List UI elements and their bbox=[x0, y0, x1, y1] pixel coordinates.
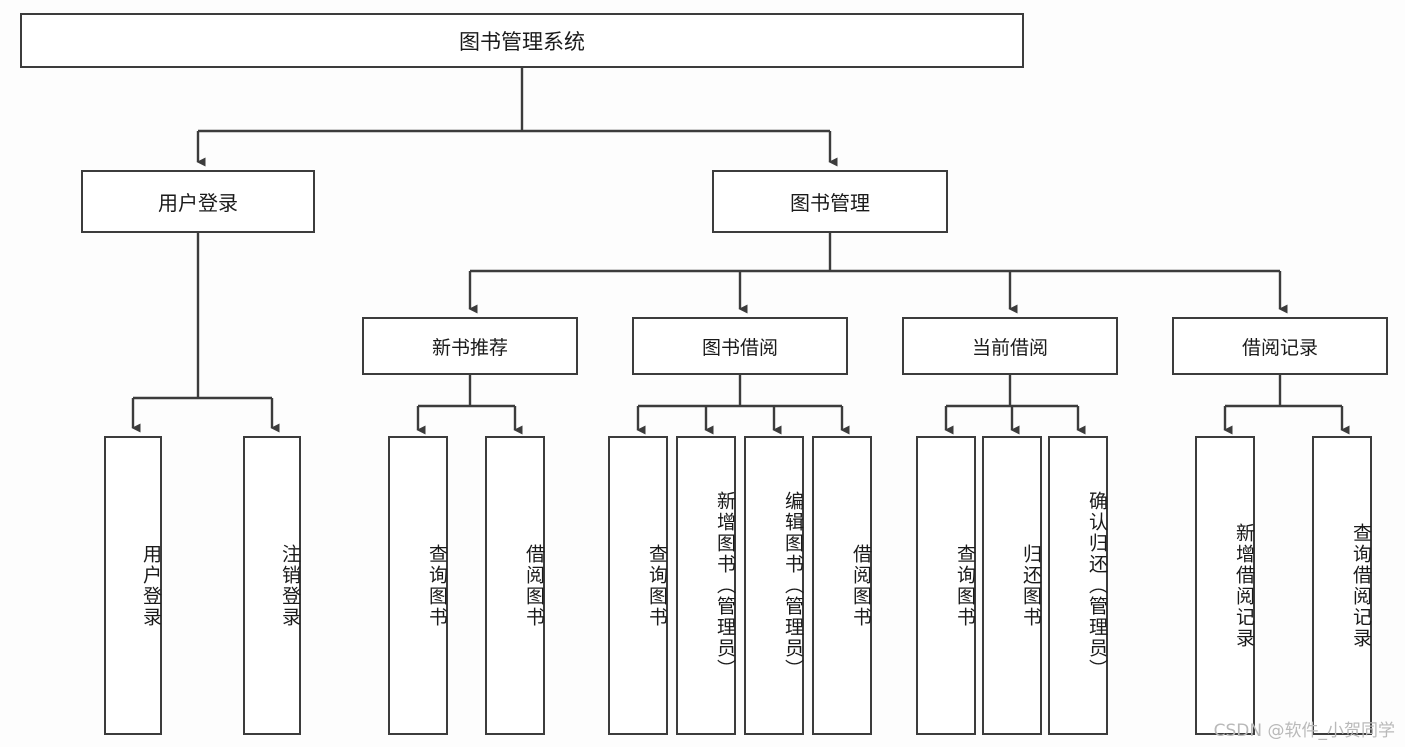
node-label: 用户登录 bbox=[140, 543, 162, 628]
node-label: 借阅记录 bbox=[1241, 336, 1318, 359]
node-label: 当前借阅 bbox=[971, 336, 1048, 359]
leaf-current-return-book[interactable]: 归还图书 bbox=[982, 436, 1042, 735]
leaf-user-login-login[interactable]: 用户登录 bbox=[104, 436, 162, 735]
node-new-book-recommend[interactable]: 新书推荐 bbox=[362, 317, 578, 375]
leaf-current-query-book[interactable]: 查询图书 bbox=[916, 436, 976, 735]
node-label: 新书推荐 bbox=[431, 336, 508, 359]
leaf-records-query-record[interactable]: 查询借阅记录 bbox=[1312, 436, 1372, 735]
leaf-borrow-borrow-book[interactable]: 借阅图书 bbox=[812, 436, 872, 735]
node-label: 用户登录 bbox=[158, 191, 238, 215]
node-book-management[interactable]: 图书管理 bbox=[712, 170, 948, 233]
leaf-records-add-record[interactable]: 新增借阅记录 bbox=[1195, 436, 1255, 735]
node-label: 确认归还（管理员） bbox=[1086, 491, 1108, 680]
leaf-recommend-query-book[interactable]: 查询图书 bbox=[388, 436, 448, 735]
node-label: 图书管理 bbox=[790, 191, 870, 215]
leaf-current-confirm-return-admin[interactable]: 确认归还（管理员） bbox=[1048, 436, 1108, 735]
node-borrow-records[interactable]: 借阅记录 bbox=[1172, 317, 1388, 375]
node-label: 新增图书（管理员） bbox=[714, 491, 736, 680]
node-label: 查询图书 bbox=[954, 543, 976, 628]
node-book-borrow[interactable]: 图书借阅 bbox=[632, 317, 848, 375]
node-label: 借阅图书 bbox=[850, 543, 872, 628]
node-user-login[interactable]: 用户登录 bbox=[81, 170, 315, 233]
node-label: 借阅图书 bbox=[523, 543, 545, 628]
node-root-system[interactable]: 图书管理系统 bbox=[20, 13, 1024, 68]
leaf-borrow-edit-book-admin[interactable]: 编辑图书（管理员） bbox=[744, 436, 804, 735]
node-label: 图书借阅 bbox=[701, 336, 778, 359]
node-label: 图书管理系统 bbox=[459, 29, 585, 54]
node-label: 查询借阅记录 bbox=[1350, 522, 1372, 649]
leaf-borrow-query-book[interactable]: 查询图书 bbox=[608, 436, 668, 735]
node-label: 查询图书 bbox=[426, 543, 448, 628]
watermark: CSDN @软件_小贺同学 bbox=[1213, 721, 1395, 741]
node-current-borrow[interactable]: 当前借阅 bbox=[902, 317, 1118, 375]
node-label: 新增借阅记录 bbox=[1233, 522, 1255, 649]
leaf-borrow-add-book-admin[interactable]: 新增图书（管理员） bbox=[676, 436, 736, 735]
node-label: 查询图书 bbox=[646, 543, 668, 628]
leaf-recommend-borrow-book[interactable]: 借阅图书 bbox=[485, 436, 545, 735]
node-label: 归还图书 bbox=[1020, 543, 1042, 628]
node-label: 注销登录 bbox=[279, 543, 301, 628]
node-label: 编辑图书（管理员） bbox=[782, 491, 804, 680]
leaf-user-login-logout[interactable]: 注销登录 bbox=[243, 436, 301, 735]
